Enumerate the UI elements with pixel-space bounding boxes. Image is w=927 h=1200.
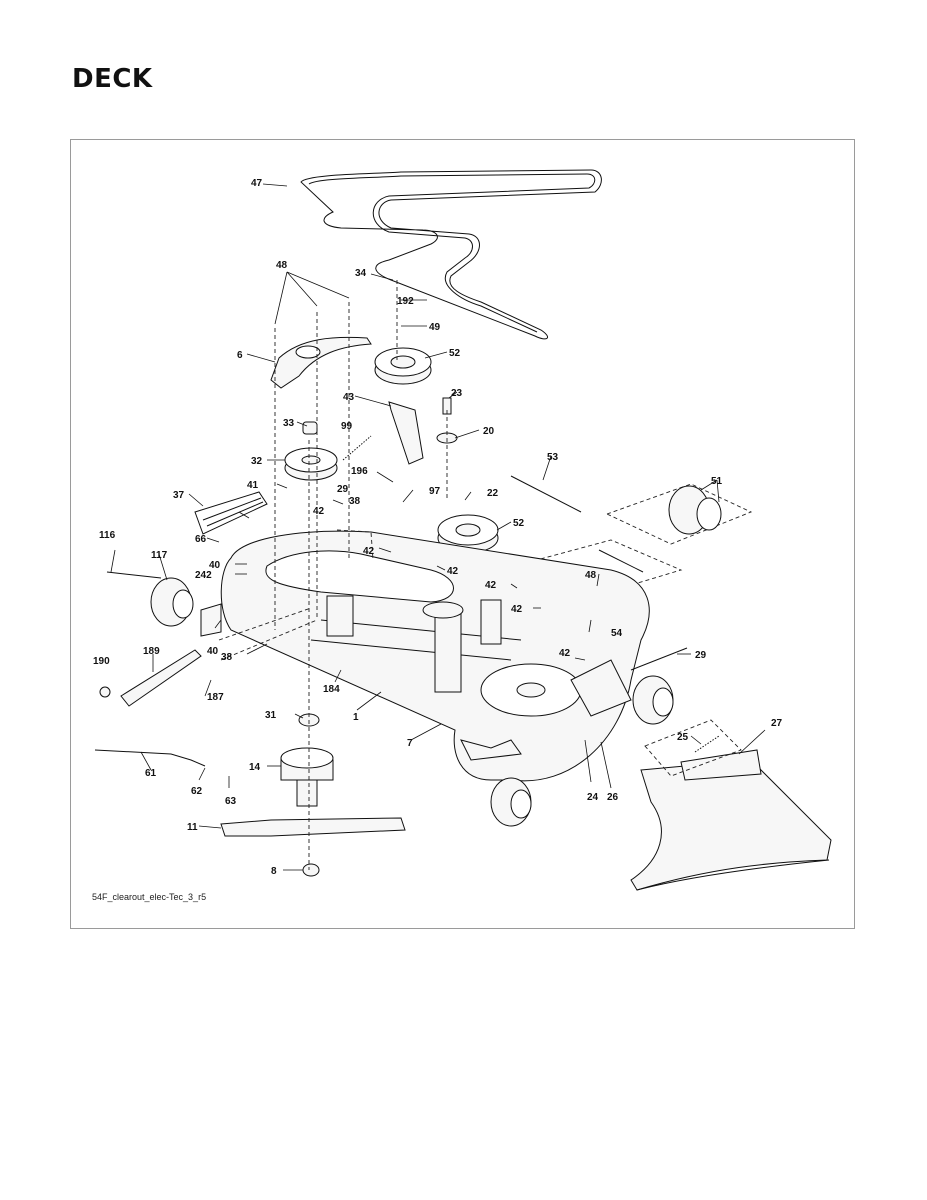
callout-51: 51 [711,476,723,487]
callout-29: 29 [337,484,349,495]
callout-leaders [110,183,766,871]
callout-97: 97 [429,486,441,497]
callout-37: 37 [173,490,185,501]
anti-scalp-rod [510,475,582,513]
callout-47: 47 [251,178,263,189]
callout-7: 7 [407,738,413,749]
callout-99: 99 [341,421,353,432]
gauge-wheel-left [106,571,222,637]
callout-6: 6 [237,350,243,361]
parts-diagram-frame: 47 48 34 192 49 6 52 43 23 33 99 20 32 196 53 51 41 29 97 2… [70,139,855,929]
axle-shaft [630,647,688,671]
callout-23: 23 [451,388,463,399]
callout-42: 42 [485,580,497,591]
lift-link [120,649,202,707]
callout-22: 22 [487,488,499,499]
callout-190: 190 [93,656,110,667]
idler-pulley-lower [437,514,499,554]
rear-wheel-right [632,675,674,725]
callout-31: 31 [265,710,277,721]
assembly-guides [218,280,448,870]
discharge-chute [630,749,832,891]
callout-49: 49 [429,322,441,333]
page-title: DECK [72,64,153,94]
tension-spring [342,435,372,461]
deck-exploded-diagram: 47 48 34 192 49 6 52 43 23 33 99 20 32 196 53 51 41 29 97 2… [93,169,832,891]
blade-nut [302,863,320,877]
figure-id: 54F_clearout_elec-Tec_3_r5 [92,892,207,902]
callout-40: 40 [209,560,221,571]
deflector-guard [194,491,268,535]
callout-42: 42 [363,546,375,557]
callout-63: 63 [225,796,237,807]
callout-48: 48 [585,570,597,581]
callout-42: 42 [511,604,523,615]
chute-spring [644,719,742,777]
callout-48: 48 [276,260,288,271]
callout-66: 66 [195,534,207,545]
callout-24: 24 [587,792,599,803]
callout-53: 53 [547,452,559,463]
callout-54: 54 [611,628,623,639]
callout-20: 20 [483,426,495,437]
anti-scalp-rollers [605,483,753,545]
callout-42: 42 [313,506,325,517]
callout-61: 61 [145,768,157,779]
idler-arm [388,401,424,465]
callout-43: 43 [343,392,355,403]
link-nut [99,686,111,698]
callout-42: 42 [559,648,571,659]
callout-189: 189 [143,646,160,657]
callout-labels: 47 48 34 192 49 6 52 43 23 33 99 20 32 196 53 51 41 29 97 2… [93,178,783,877]
blade-spindle [280,747,334,807]
callout-192: 192 [397,296,414,307]
callout-184: 184 [323,684,340,695]
callout-27: 27 [771,718,783,729]
drive-belt [300,169,602,340]
callout-8: 8 [271,866,277,877]
mower-blade [220,817,406,837]
deck-pulley [284,421,338,481]
callout-187: 187 [207,692,224,703]
callout-40: 40 [207,646,219,657]
deck-housing [220,530,650,782]
callout-34: 34 [355,268,367,279]
callout-26: 26 [607,792,619,803]
callout-62: 62 [191,786,203,797]
callout-117: 117 [151,550,168,561]
callout-29: 29 [695,650,707,661]
belt-guard-hub [295,345,321,359]
callout-11: 11 [187,822,198,833]
callout-41: 41 [247,480,259,491]
callout-25: 25 [677,732,689,743]
callout-116: 116 [99,530,116,541]
callout-52: 52 [449,348,461,359]
callout-38: 38 [221,652,233,663]
callout-196: 196 [351,466,368,477]
front-wheel [490,777,532,827]
idler-pulley-upper [374,347,432,385]
callout-42: 42 [447,566,459,577]
belt-guard [270,336,372,389]
callout-1: 1 [353,712,359,723]
lift-rod [94,749,206,767]
callout-33: 33 [283,418,295,429]
callout-32: 32 [251,456,263,467]
callout-14: 14 [249,762,261,773]
callout-52: 52 [513,518,525,529]
callout-242: 242 [195,570,212,581]
callout-38: 38 [349,496,361,507]
